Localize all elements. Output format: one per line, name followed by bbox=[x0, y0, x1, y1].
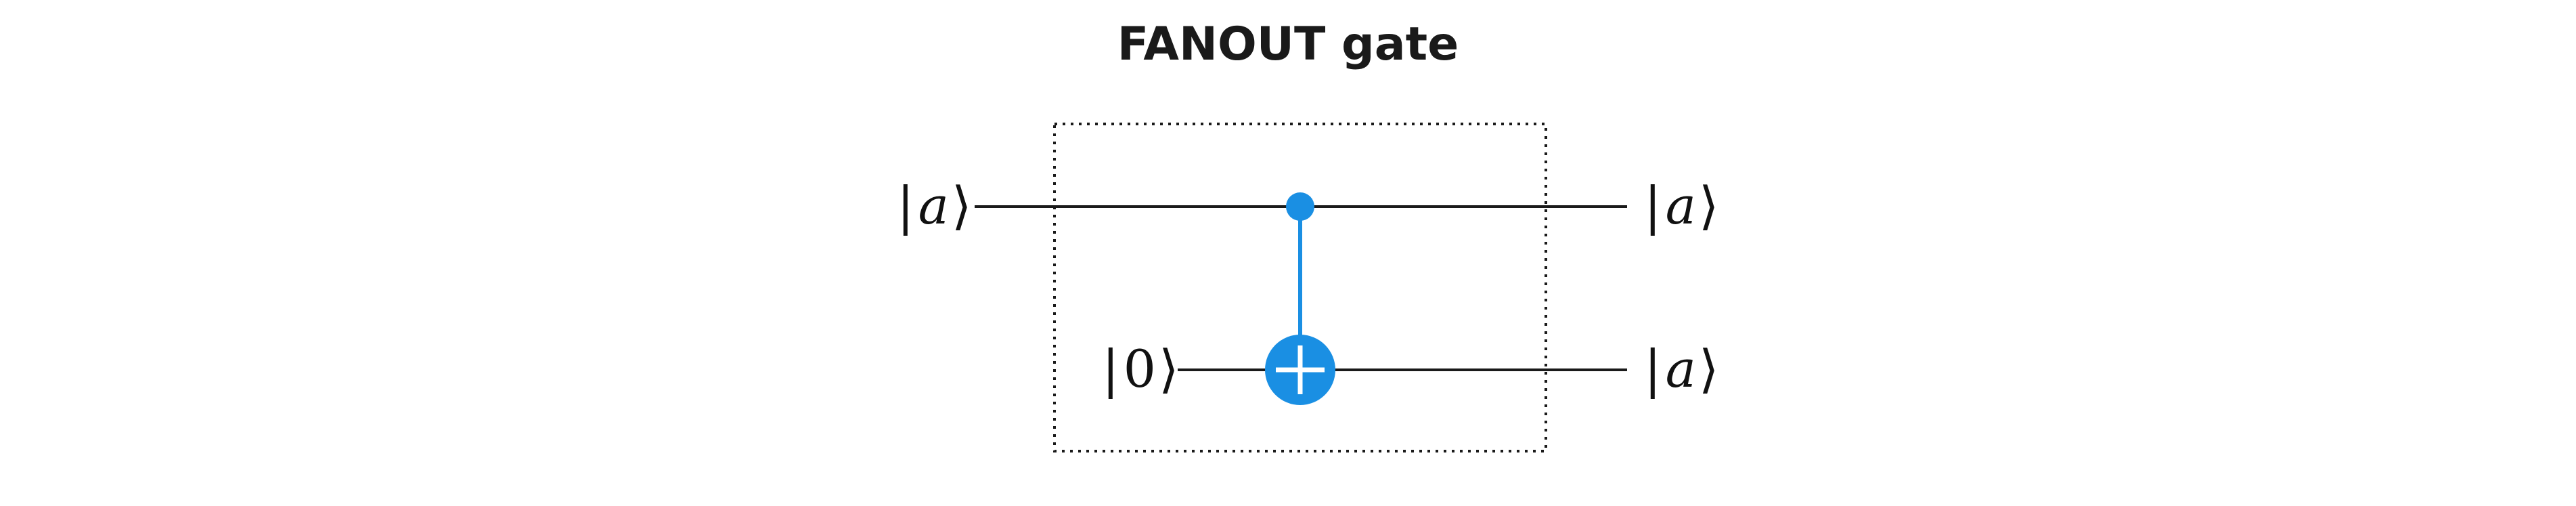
input-ket-bottom: |0⟩ bbox=[1102, 339, 1179, 399]
fanout-box bbox=[1053, 123, 1547, 452]
target-plus-icon bbox=[1265, 335, 1335, 405]
control-dot-icon bbox=[1286, 192, 1314, 221]
input-ket-top: |a⟩ bbox=[897, 175, 972, 236]
output-ket-top: |a⟩ bbox=[1644, 175, 1719, 236]
diagram-title: FANOUT gate bbox=[1117, 18, 1459, 71]
output-ket-bottom: |a⟩ bbox=[1644, 339, 1719, 399]
